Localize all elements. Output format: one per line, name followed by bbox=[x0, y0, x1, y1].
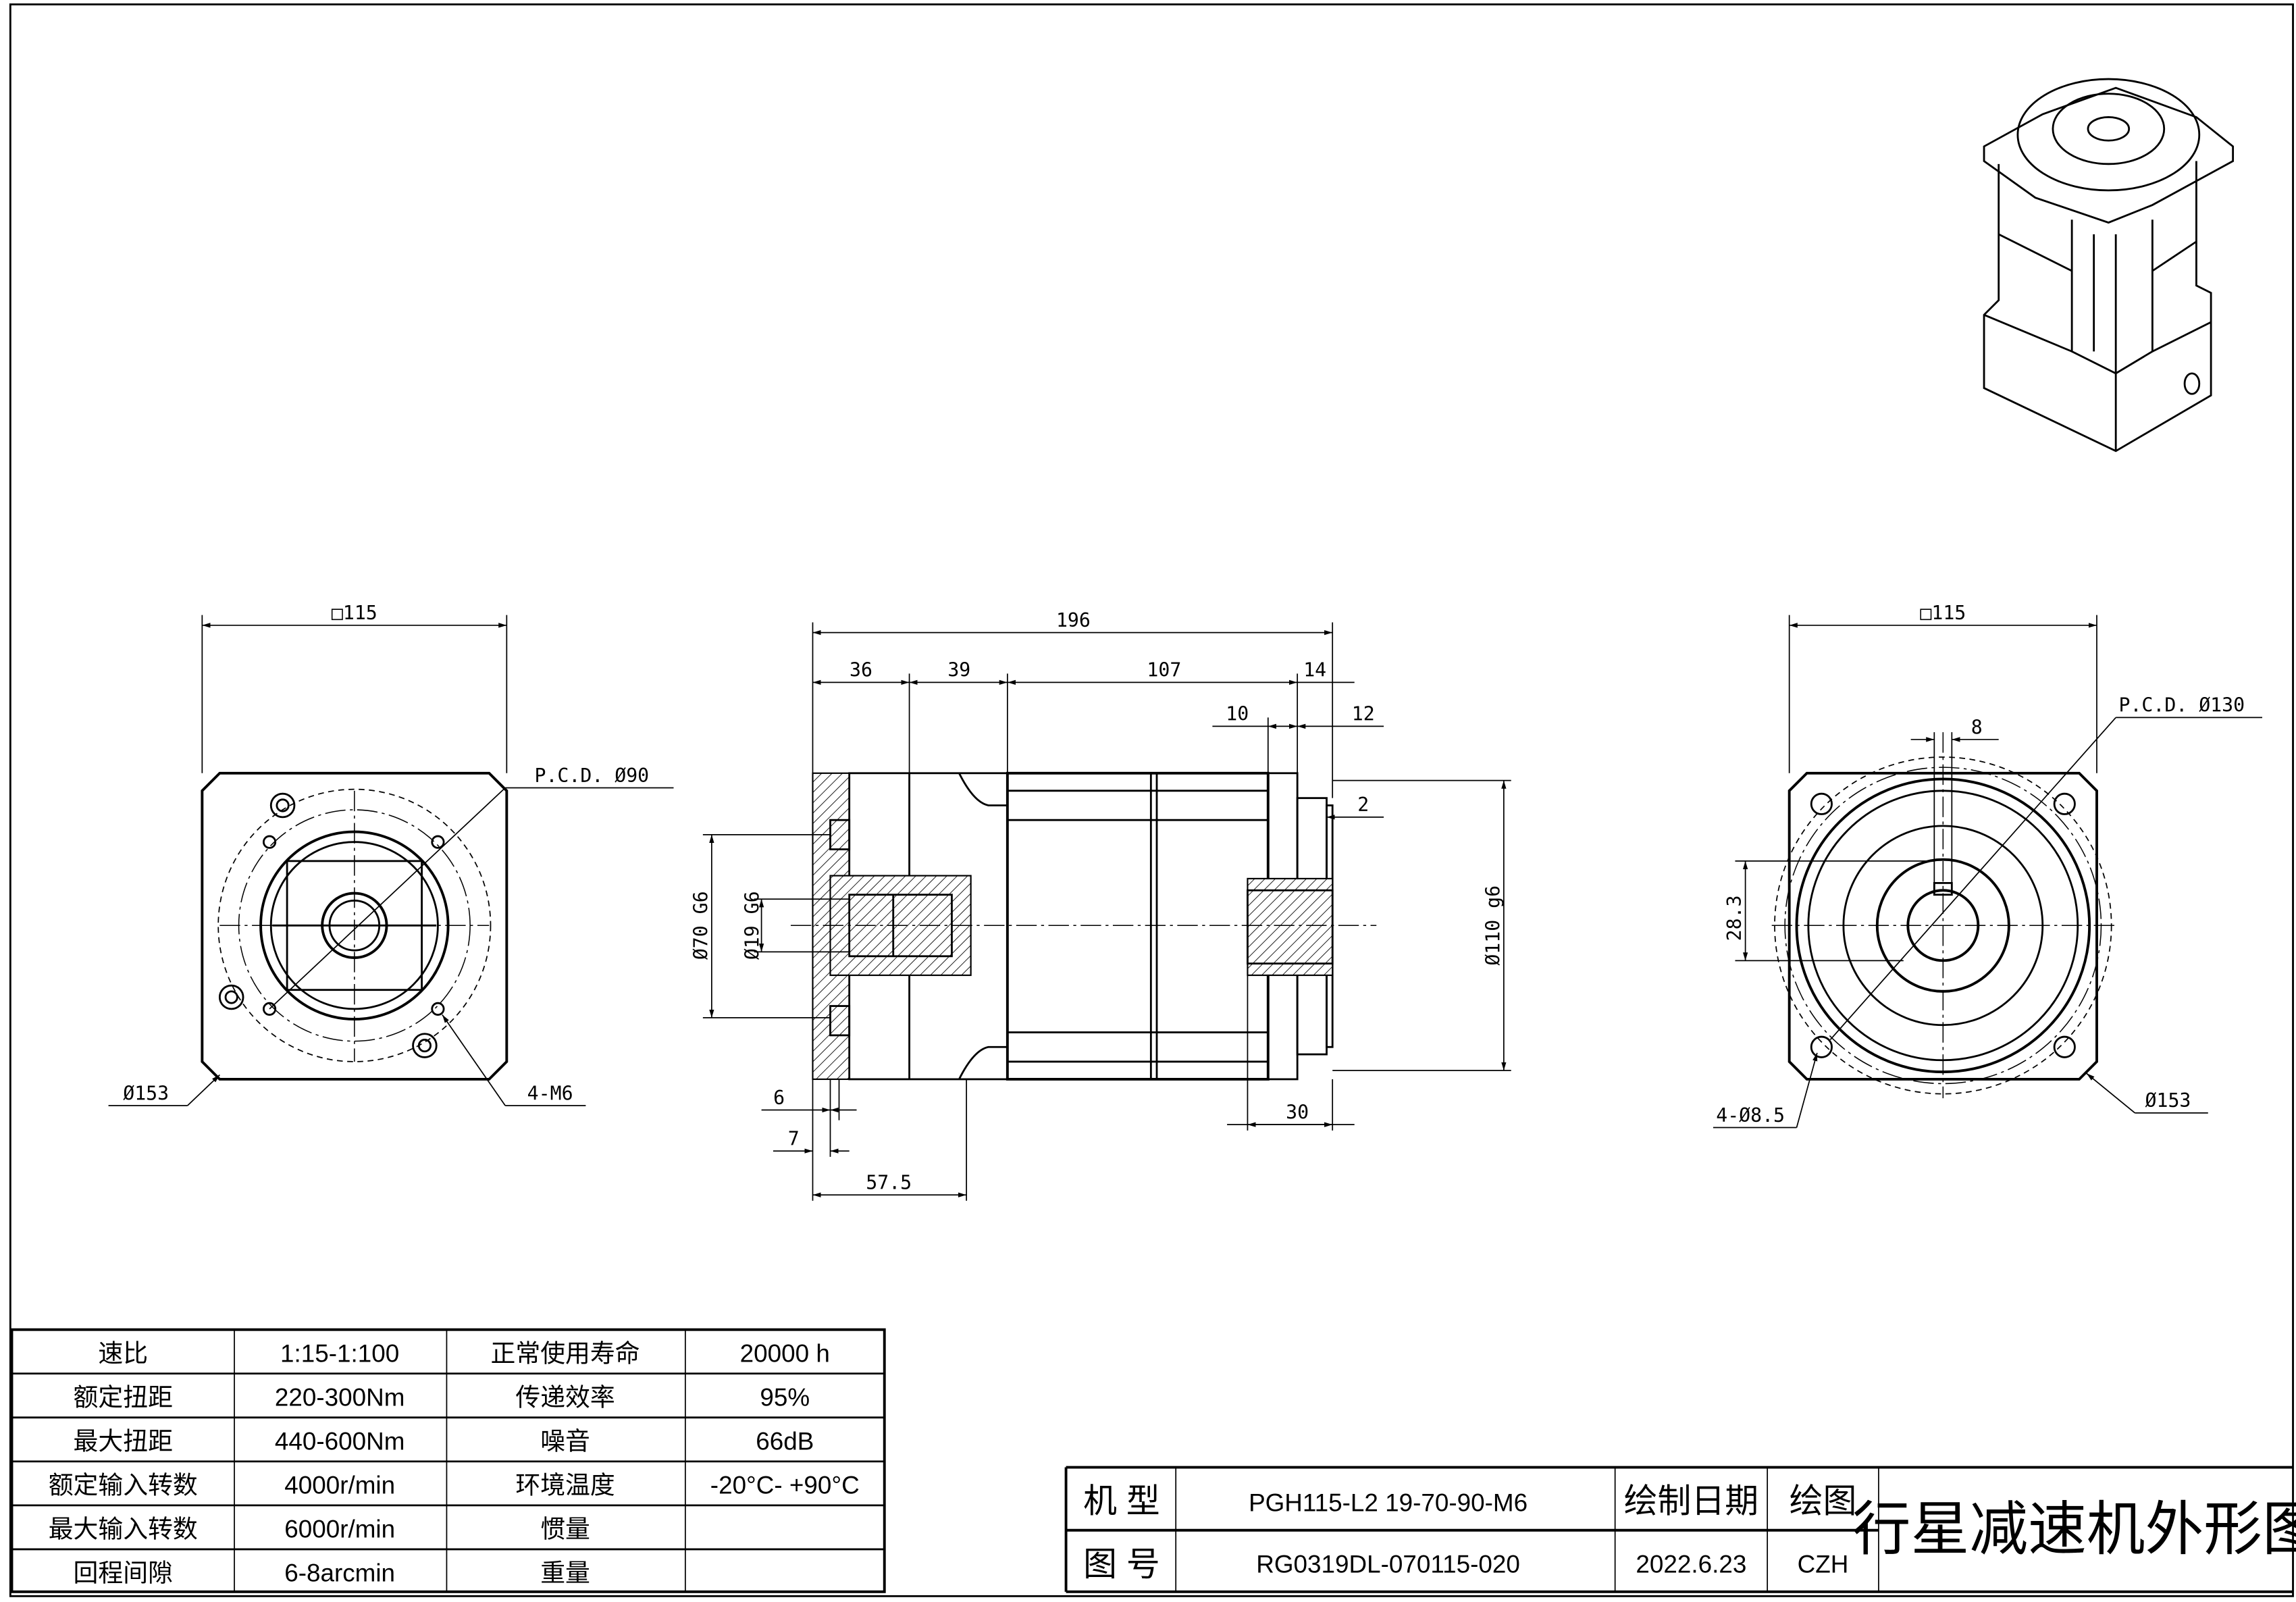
output-flange-view: □115 P.C.D. Ø130 8 28.3 4-Ø8.5 Ø153 bbox=[1713, 602, 2262, 1129]
spec-table: 速比 1:15-1:100 正常使用寿命 20000 h 额定扭距 220-30… bbox=[10, 1328, 886, 1593]
spec-row: 最大输入转数 6000r/min 惯量 bbox=[49, 1516, 590, 1543]
holes-label-left: 4-M6 bbox=[527, 1082, 573, 1104]
square-dim-right: □115 bbox=[1920, 602, 1966, 624]
spec-row: 回程间隙 6-8arcmin 重量 bbox=[74, 1559, 590, 1587]
dim-12: 12 bbox=[1352, 703, 1375, 725]
drawing-frame bbox=[9, 3, 2294, 1597]
dim-36: 36 bbox=[850, 659, 872, 681]
spec-label: 速比 bbox=[98, 1339, 148, 1367]
spec-value: 20000 h bbox=[740, 1339, 830, 1367]
dim-dia-19: Ø19 G6 bbox=[741, 891, 763, 960]
holes-label-right: 4-Ø8.5 bbox=[1716, 1104, 1785, 1127]
side-section-view: 196 36 39 107 14 10 12 2 Ø110 g6 Ø70 G6 … bbox=[689, 609, 1511, 1201]
spec-value: -20°C- +90°C bbox=[710, 1472, 860, 1499]
spec-value: 6-8arcmin bbox=[284, 1559, 395, 1587]
dim-2: 2 bbox=[1357, 794, 1369, 816]
spec-label: 环境温度 bbox=[515, 1472, 615, 1499]
spec-label: 正常使用寿命 bbox=[491, 1339, 640, 1367]
diameter-label-right: Ø153 bbox=[2145, 1089, 2191, 1112]
input-flange-view: □115 P.C.D. Ø90 Ø153 4-M6 bbox=[108, 602, 674, 1106]
key-height-dim: 28.3 bbox=[1723, 896, 1746, 941]
pcd-label-right: P.C.D. Ø130 bbox=[2119, 694, 2245, 717]
dim-dia-70: Ø70 G6 bbox=[689, 891, 712, 960]
spec-value: 4000r/min bbox=[284, 1472, 395, 1499]
date-value: 2022.6.23 bbox=[1636, 1551, 1746, 1578]
dim-39: 39 bbox=[947, 659, 970, 681]
drawer-value: CZH bbox=[1798, 1551, 1849, 1578]
dim-57-5: 57.5 bbox=[866, 1172, 912, 1194]
square-dim-left: □115 bbox=[332, 602, 377, 624]
spec-label: 回程间隙 bbox=[74, 1559, 173, 1587]
dim-30: 30 bbox=[1286, 1101, 1309, 1123]
spec-label: 惯量 bbox=[540, 1516, 590, 1543]
dim-7: 7 bbox=[788, 1128, 800, 1150]
spec-label: 噪音 bbox=[540, 1428, 590, 1455]
spec-value: 220-300Nm bbox=[275, 1383, 405, 1411]
spec-row: 额定输入转数 4000r/min 环境温度 -20°C- +90°C bbox=[49, 1472, 860, 1499]
isometric-view bbox=[1983, 78, 2235, 453]
spec-row: 最大扭距 440-600Nm 噪音 66dB bbox=[74, 1428, 814, 1455]
model-value: PGH115-L2 19-70-90-M6 bbox=[1249, 1489, 1528, 1517]
spec-label: 额定输入转数 bbox=[49, 1472, 198, 1499]
spec-value: 440-600Nm bbox=[275, 1428, 405, 1455]
dim-10: 10 bbox=[1226, 703, 1249, 725]
dim-107: 107 bbox=[1147, 659, 1181, 681]
date-label: 绘制日期 bbox=[1624, 1482, 1758, 1520]
dim-dia-110: Ø110 g6 bbox=[1482, 885, 1504, 966]
spec-value: 1:15-1:100 bbox=[280, 1339, 399, 1367]
model-label: 机 型 bbox=[1083, 1482, 1160, 1520]
spec-row: 速比 1:15-1:100 正常使用寿命 20000 h bbox=[98, 1339, 829, 1367]
dim-overall: 196 bbox=[1056, 609, 1091, 631]
drawing-no-value: RG0319DL-070115-020 bbox=[1256, 1551, 1520, 1578]
spec-label: 传递效率 bbox=[515, 1383, 615, 1411]
spec-label: 最大扭距 bbox=[74, 1428, 173, 1455]
spec-value: 95% bbox=[760, 1383, 810, 1411]
dim-6: 6 bbox=[773, 1087, 785, 1109]
drawing-no-label: 图 号 bbox=[1083, 1545, 1160, 1583]
spec-label: 额定扭距 bbox=[74, 1383, 173, 1411]
spec-label: 重量 bbox=[540, 1559, 590, 1587]
spec-value: 6000r/min bbox=[284, 1516, 395, 1543]
diameter-label-left: Ø153 bbox=[123, 1082, 169, 1104]
spec-value: 66dB bbox=[756, 1428, 814, 1455]
key-width-dim: 8 bbox=[1971, 716, 1983, 738]
pcd-label-left: P.C.D. Ø90 bbox=[535, 765, 650, 787]
drawer-label: 绘图 bbox=[1790, 1482, 1857, 1520]
drawing-title: 行星减速机外形图 bbox=[1852, 1497, 2296, 1562]
spec-label: 最大输入转数 bbox=[49, 1516, 198, 1543]
dim-14: 14 bbox=[1303, 659, 1326, 681]
spec-row: 额定扭距 220-300Nm 传递效率 95% bbox=[74, 1383, 810, 1411]
title-block: 机 型 PGH115-L2 19-70-90-M6 绘制日期 绘图 图 号 RG… bbox=[1064, 1466, 2296, 1593]
